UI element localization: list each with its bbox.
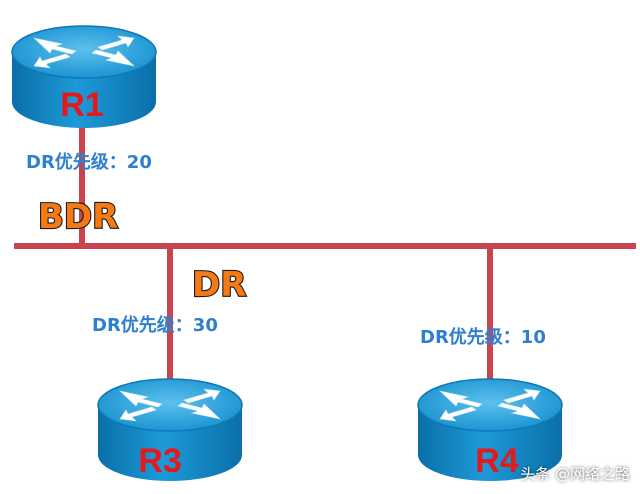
router-r1-priority: DR优先级：20 <box>26 151 152 173</box>
router-r1-label: R1 <box>60 86 103 124</box>
router-r3-role-badge: DR <box>192 265 246 305</box>
router-r1-role-badge: BDR <box>38 197 118 237</box>
router-r3-label: R3 <box>138 442 181 480</box>
router-r4-priority: DR优先级：10 <box>420 326 546 348</box>
router-r4-label: R4 <box>475 442 519 480</box>
router-r3-priority: DR优先级：30 <box>92 314 218 336</box>
watermark-text: 头条 @网络之路 <box>520 465 630 483</box>
network-links <box>14 110 636 386</box>
